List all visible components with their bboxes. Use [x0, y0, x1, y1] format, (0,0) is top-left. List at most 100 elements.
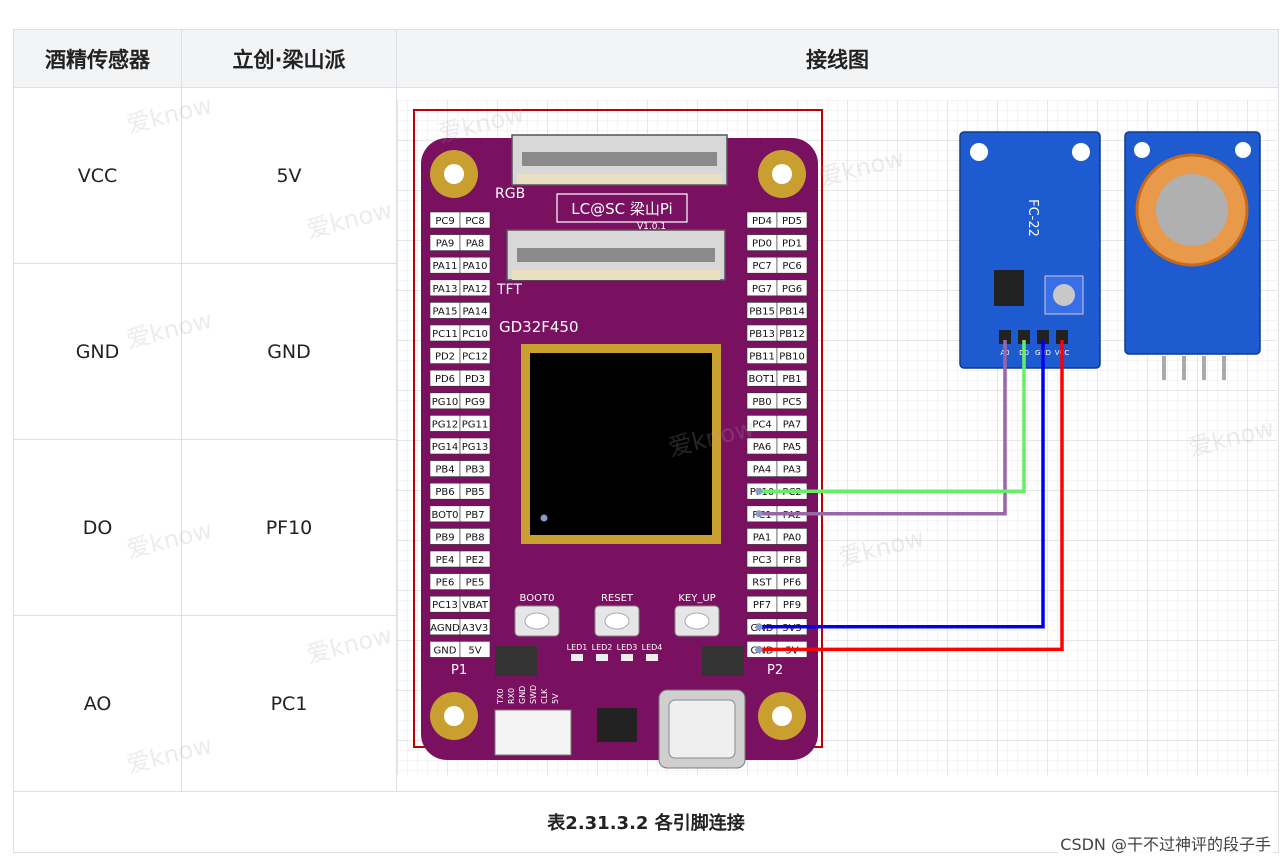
pin-label: PB13 — [749, 329, 775, 340]
csdn-credit: CSDN @干不过神评的段子手 — [1058, 831, 1273, 855]
pin-label: PB7 — [465, 509, 484, 520]
header-diagram: 接线图 — [396, 29, 1279, 88]
pin-label: AGND — [430, 622, 460, 633]
pin-label: PA4 — [753, 464, 772, 475]
rgb-connector — [511, 133, 728, 186]
table-row: DO PF10 — [13, 439, 1279, 616]
pin-label: PA1 — [753, 532, 772, 543]
pin-label-pair: PA13 PA12 — [429, 279, 491, 296]
pin-label-pair: PE4 PE2 — [429, 550, 491, 567]
pin-connection-table: 酒精传感器 立创·梁山派 接线图 VCC 5V — [13, 29, 1279, 853]
module-label: FC-22 — [1025, 199, 1040, 237]
pin-label: PB10 — [779, 351, 805, 362]
pin-label: PC3 — [752, 555, 771, 566]
mq3-alcohol-sensor — [1124, 130, 1261, 380]
chip-label: GD32F450 — [499, 318, 579, 336]
led-label: LED2 — [592, 643, 613, 652]
sensor-pin-cell: DO — [13, 439, 182, 616]
pin-label: PD3 — [465, 374, 485, 385]
rgb-label: RGB — [495, 186, 525, 202]
pin-label: PG11 — [462, 419, 489, 430]
regulator-left — [495, 645, 537, 676]
pin-label: PC10 — [462, 329, 488, 340]
pin-label: PC6 — [782, 261, 801, 272]
button-label: BOOT0 — [520, 593, 555, 604]
logo-box: LC@SC 梁山Pi V1.0.1 — [556, 192, 688, 232]
pin-label: PC12 — [462, 351, 488, 362]
pin-label: PE4 — [436, 555, 455, 566]
pin-label-pair: PD6 PD3 — [429, 369, 491, 387]
pin-label: PA5 — [783, 442, 802, 453]
pin-label: PB3 — [465, 464, 484, 475]
led-icon — [571, 653, 583, 661]
pin-label: PA7 — [783, 419, 802, 430]
pin-label: BOT1 — [748, 374, 775, 385]
pin-label: PB4 — [435, 464, 454, 475]
pin-label: PD6 — [435, 374, 455, 385]
usb-c-port-icon — [658, 689, 746, 768]
led-label: LED3 — [617, 643, 638, 652]
pin-label: VBAT — [462, 600, 489, 611]
pin-label: PG10 — [432, 396, 459, 407]
serial-pin-label: TX0 — [496, 688, 505, 704]
module-pin — [1037, 329, 1049, 344]
pin-label: PB5 — [465, 487, 484, 498]
pin-label: BOT0 — [431, 509, 458, 520]
pin-label: PA12 — [463, 283, 488, 294]
pin-label: PA6 — [753, 442, 772, 453]
mcu-chip — [521, 343, 721, 544]
module-pin — [1018, 329, 1030, 344]
pin-label: PB11 — [749, 351, 775, 362]
sensor-pin-cell: AO — [13, 615, 182, 792]
pin-label: PA15 — [433, 306, 458, 317]
serial-pin-label: GND — [518, 685, 527, 703]
pin-label: PB12 — [779, 329, 805, 340]
sensor-pin-cell: VCC — [13, 87, 182, 264]
pin-label: PB15 — [749, 306, 775, 317]
pin-label: PC7 — [752, 261, 771, 272]
pin-label: PA13 — [433, 283, 458, 294]
pin-label: 5V — [468, 645, 481, 656]
pin-label-pair: PB4 PB3 — [429, 459, 491, 477]
pin-label: GND — [434, 645, 457, 656]
pin-label: PG7 — [752, 283, 772, 294]
pin-label: A3V3 — [462, 622, 488, 633]
board-button: BOOT0 — [514, 593, 560, 636]
pin-label-pair: BOT0 PB7 — [429, 504, 491, 522]
table-row: GND GND — [13, 263, 1279, 440]
pin-label: PC8 — [465, 216, 484, 227]
board-pin-cell: 5V — [181, 87, 397, 264]
pin-label: PG12 — [432, 419, 459, 430]
pin-label: PC4 — [752, 419, 771, 430]
module-pin — [999, 329, 1011, 344]
button-label: KEY_UP — [678, 593, 715, 604]
pin-label: PC13 — [432, 600, 458, 611]
pin-label: PG9 — [465, 396, 485, 407]
pin-label: PF6 — [783, 577, 801, 588]
led-icon — [621, 653, 633, 661]
ao-wire — [759, 339, 1007, 516]
board-logo: LC@SC 梁山Pi — [571, 200, 672, 218]
pin-label: PG13 — [462, 442, 489, 453]
pin-label: PC5 — [782, 396, 801, 407]
pin-label: PE2 — [466, 555, 485, 566]
pin-label-pair: PC13 VBAT — [429, 595, 491, 613]
pin-label: PD0 — [752, 238, 772, 249]
